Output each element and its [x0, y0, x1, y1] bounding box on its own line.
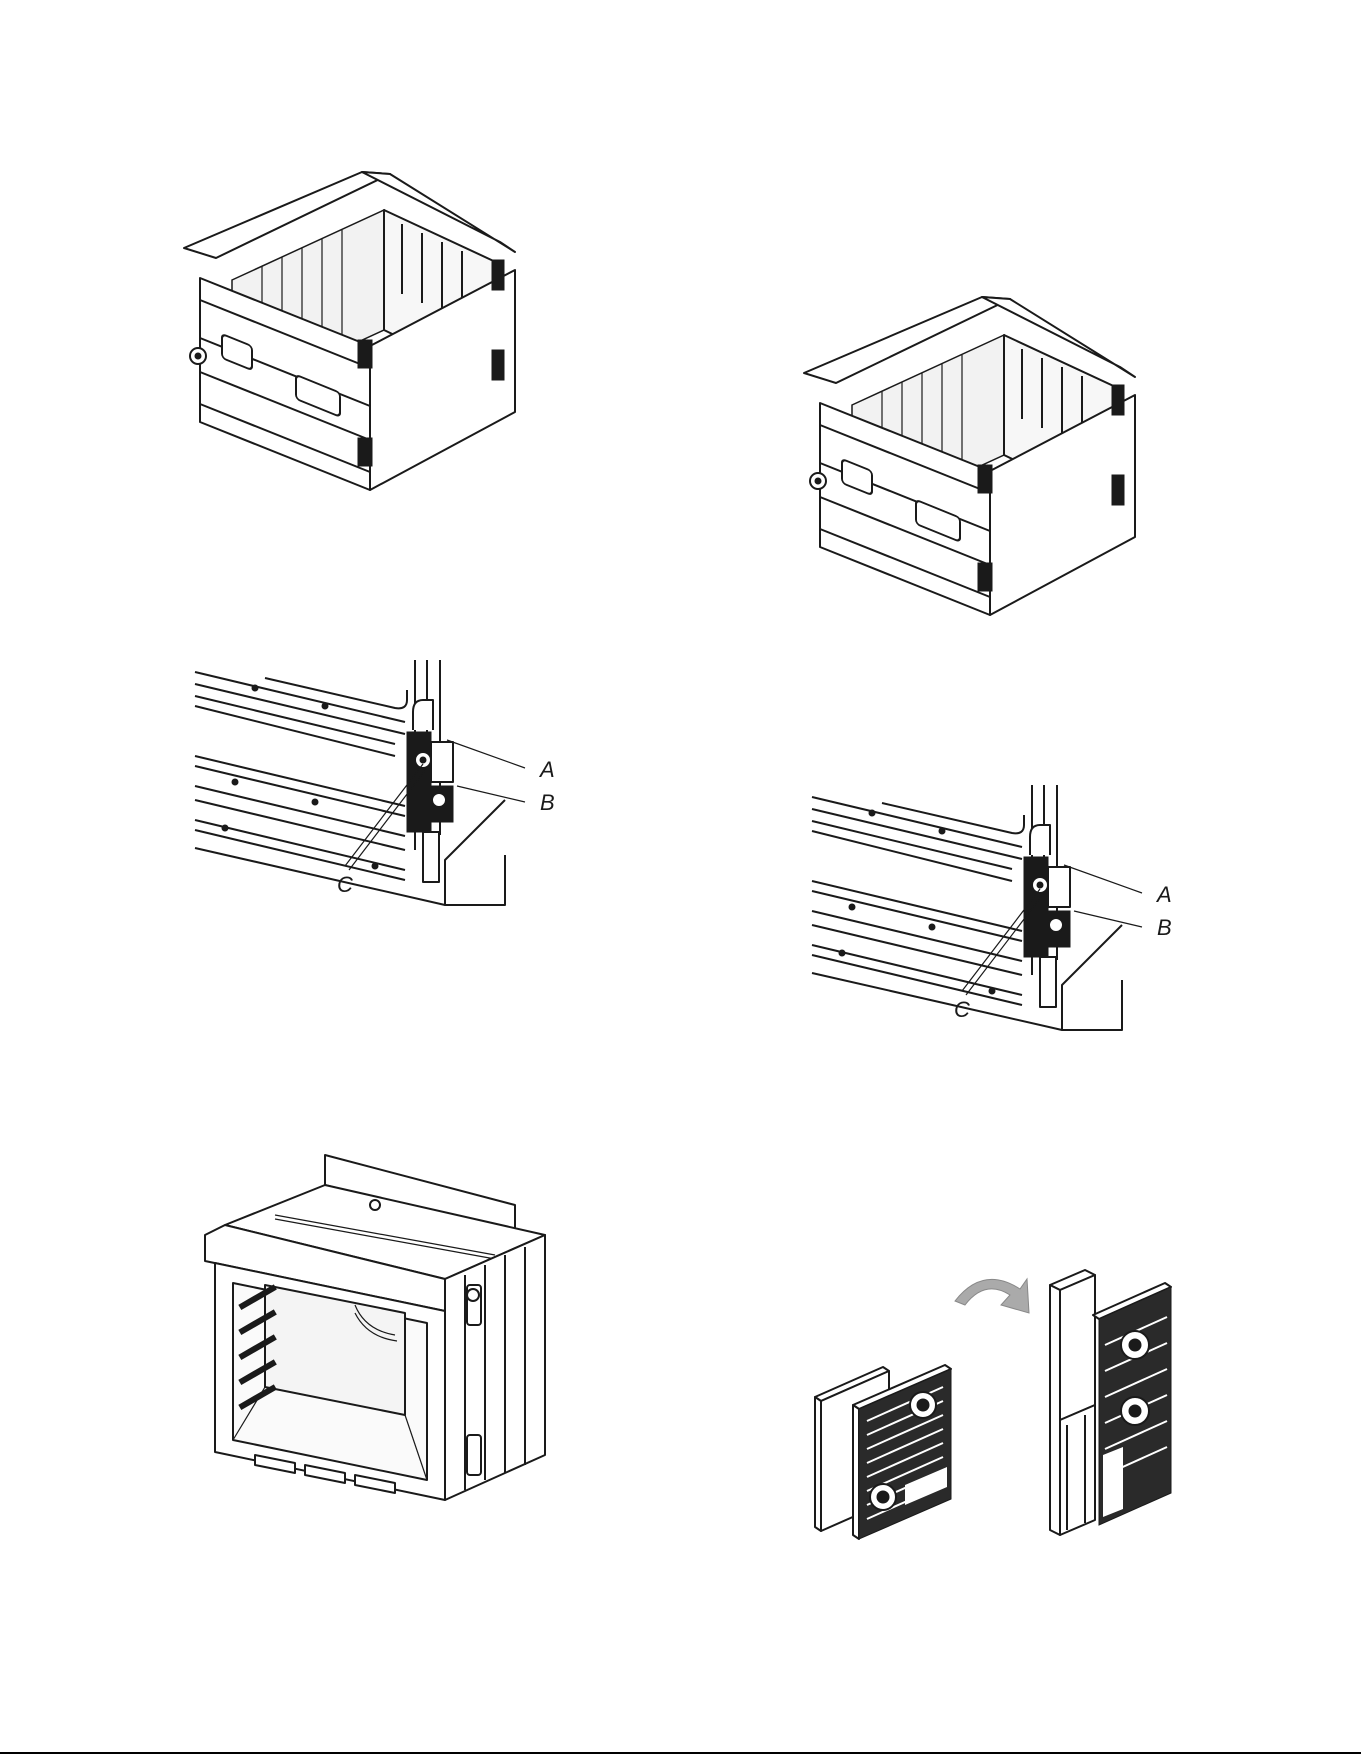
callout-a: A [538, 757, 555, 782]
curved-arrow-icon [955, 1279, 1029, 1313]
oven-cavity-front-figure [205, 1155, 585, 1525]
page-bottom-rule [0, 1752, 1361, 1754]
callout-b: B [540, 790, 555, 815]
callout-a: A [1155, 882, 1172, 907]
oven-cavity-figure-right [790, 285, 1190, 665]
hinge-detail-figure-left: A B C [195, 660, 575, 930]
callout-b: B [1157, 915, 1172, 940]
callout-c: C [954, 997, 970, 1022]
hinge-detail-figure-right: A B C [812, 785, 1192, 1055]
callout-c: C [337, 872, 353, 897]
oven-cavity-figure-left [170, 160, 570, 540]
panel-assembly-figure [805, 1225, 1185, 1555]
